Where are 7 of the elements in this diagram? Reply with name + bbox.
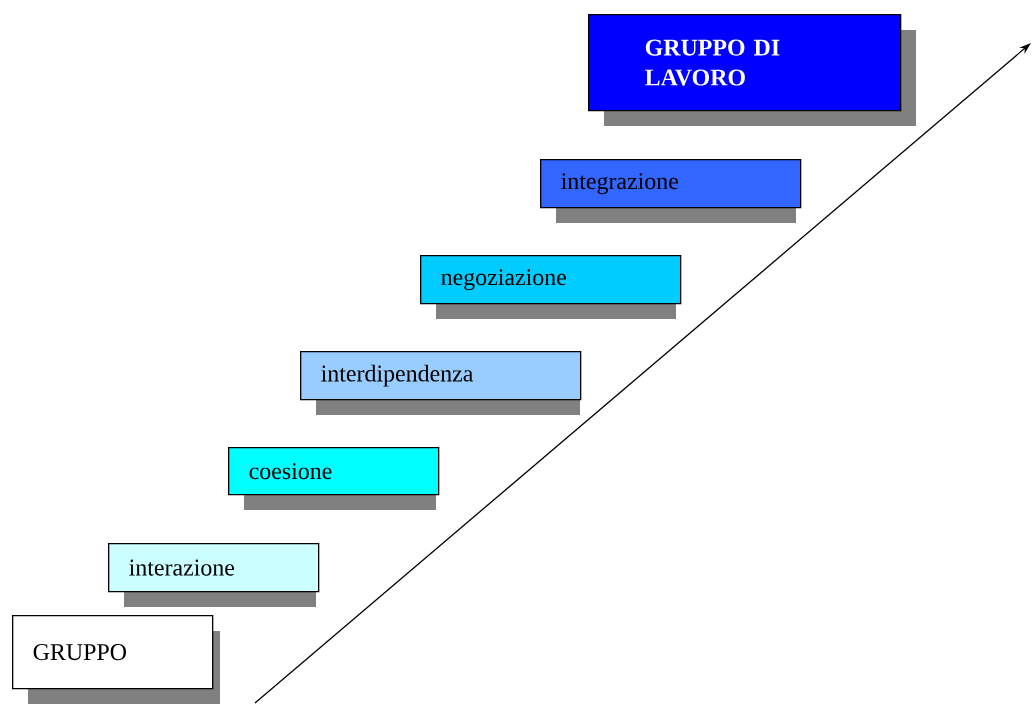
step-box: integrazione [540,159,802,223]
step-box: negoziazione [420,255,682,319]
step-box: GRUPPO DI LAVORO [588,14,916,126]
step-box: coesione [228,447,440,510]
step-box: interazione [108,543,320,607]
step-box: GRUPPO [12,615,220,704]
step-box: interdipendenza [300,351,582,415]
